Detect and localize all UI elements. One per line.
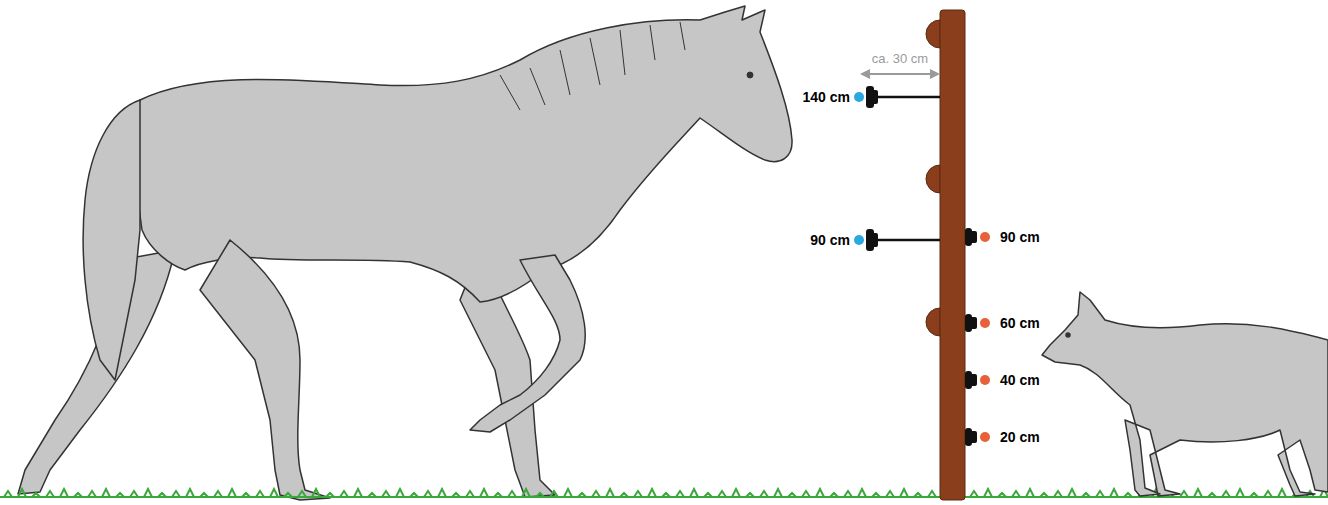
height-label: 90 cm (810, 233, 850, 247)
horse-mane (500, 22, 753, 110)
height-label: 60 cm (1000, 316, 1040, 330)
fence-post (926, 10, 965, 500)
height-label: 40 cm (1000, 373, 1040, 387)
height-label: 20 cm (1000, 430, 1040, 444)
dimension-label: ca. 30 cm (870, 52, 930, 65)
horse (18, 6, 792, 500)
grass (0, 489, 1328, 497)
insulators (854, 86, 990, 446)
dimension-arrow (860, 69, 940, 79)
height-label: 140 cm (803, 90, 850, 104)
height-label: 90 cm (1000, 230, 1040, 244)
wolf (1042, 292, 1328, 496)
